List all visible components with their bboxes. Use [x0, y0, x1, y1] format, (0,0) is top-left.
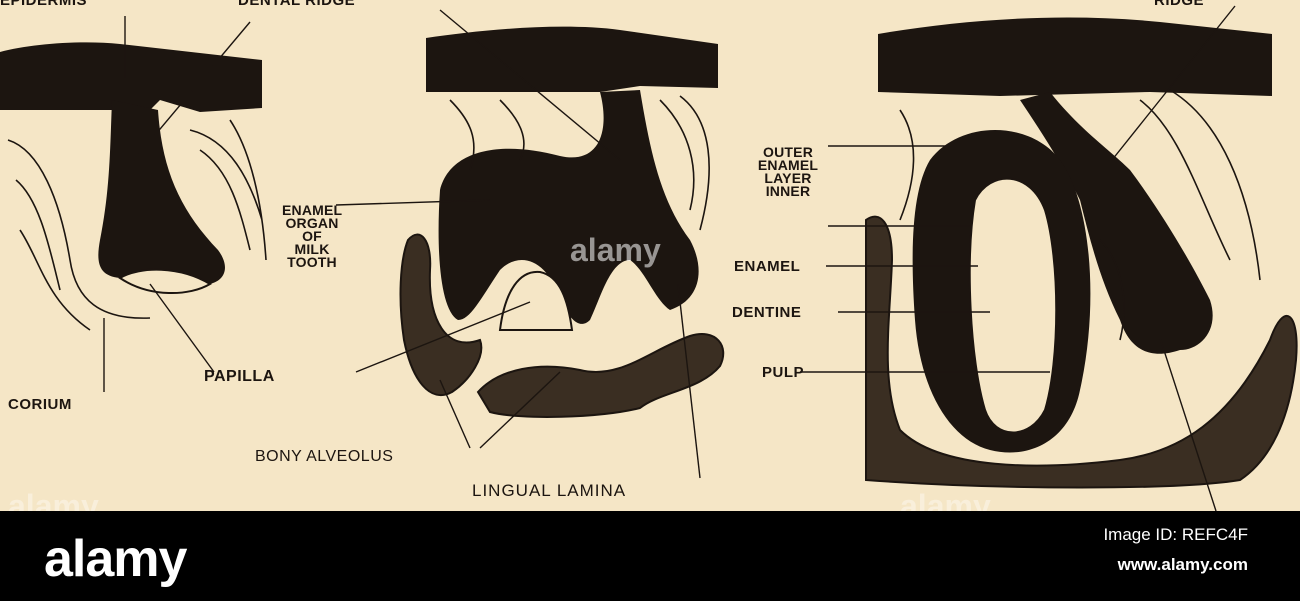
outer-enamel-line: LAYER	[764, 170, 812, 186]
middle-tissue-lines	[449, 95, 710, 231]
label-lingual-lamina: LINGUAL LAMINA	[472, 481, 627, 500]
site-url[interactable]: www.alamy.com	[1117, 555, 1248, 574]
leader-papilla-left	[149, 283, 215, 373]
watermark-text: alamy	[570, 232, 661, 268]
leader-bony-alveolus-b	[479, 371, 561, 449]
right-bony-alveolus	[865, 215, 1298, 489]
leader-lingual-lamina	[677, 283, 701, 479]
label-epidermis: EPIDERMIS	[0, 0, 88, 9]
enamel-organ-line: ORGAN	[285, 215, 339, 231]
label-papilla: PAPILLA	[204, 368, 275, 385]
middle-enamel-organ	[438, 90, 699, 324]
middle-papilla-shape	[498, 270, 574, 331]
watermark-text: alamy	[900, 488, 991, 511]
left-dental-ridge	[98, 100, 225, 284]
outer-enamel-line: OUTER	[763, 144, 813, 160]
middle-bony-alveolus-left	[399, 233, 483, 397]
right-tissue-lines	[899, 89, 1261, 341]
right-dentine-crown	[968, 177, 1058, 434]
label-pulp: PULP	[762, 364, 805, 381]
watermark-text: alamy	[8, 488, 99, 511]
enamel-organ-line: ENAMEL	[282, 202, 343, 218]
image-id: Image ID: REFC4F	[1103, 525, 1248, 544]
leader-dental-ridge-left	[133, 21, 251, 161]
alamy-logo: alamy	[44, 530, 187, 588]
leader-papilla-middle	[355, 301, 531, 373]
label-outer-enamel-layer-inner: OUTER ENAMEL LAYER INNER	[748, 144, 828, 199]
leader-bony-alveolus-a	[439, 379, 471, 449]
middle-epidermis-band	[426, 26, 718, 92]
leader-enamel-organ	[335, 199, 491, 206]
label-bony-alveolus: BONY ALVEOLUS	[255, 448, 394, 465]
left-papilla-shape	[118, 268, 212, 294]
right-epidermis-band	[878, 17, 1272, 96]
label-dental-ridge: DENTAL RIDGE	[238, 0, 356, 9]
outer-enamel-line: INNER	[765, 183, 811, 199]
label-corium: CORIUM	[8, 396, 72, 413]
enamel-organ-line: MILK	[294, 241, 330, 257]
figure-drawing	[0, 5, 1298, 511]
leader-dental-ridge-middle	[439, 9, 621, 161]
left-epidermis-band	[0, 42, 262, 112]
right-dental-ridge	[1020, 92, 1213, 354]
leader-bottom-right	[1159, 337, 1217, 511]
enamel-organ-line: TOOTH	[287, 254, 337, 270]
label-enamel: ENAMEL	[734, 258, 801, 275]
middle-bony-alveolus-right	[476, 333, 725, 418]
label-dentine: DENTINE	[732, 304, 802, 321]
tooth-development-figure: EPIDERMIS DENTAL RIDGE CORIUM PAPILLA BO…	[0, 0, 1300, 511]
label-ridge: RIDGE	[1154, 0, 1205, 9]
enamel-organ-line: OF	[302, 228, 322, 244]
leader-ridge	[1111, 5, 1236, 161]
left-corium-lines	[7, 119, 267, 331]
outer-enamel-line: ENAMEL	[757, 157, 819, 173]
label-enamel-organ-of-milk-tooth: ENAMEL ORGAN OF MILK TOOTH	[282, 202, 343, 270]
stock-footer-bar: alamy Image ID: REFC4F www.alamy.com	[0, 511, 1300, 601]
